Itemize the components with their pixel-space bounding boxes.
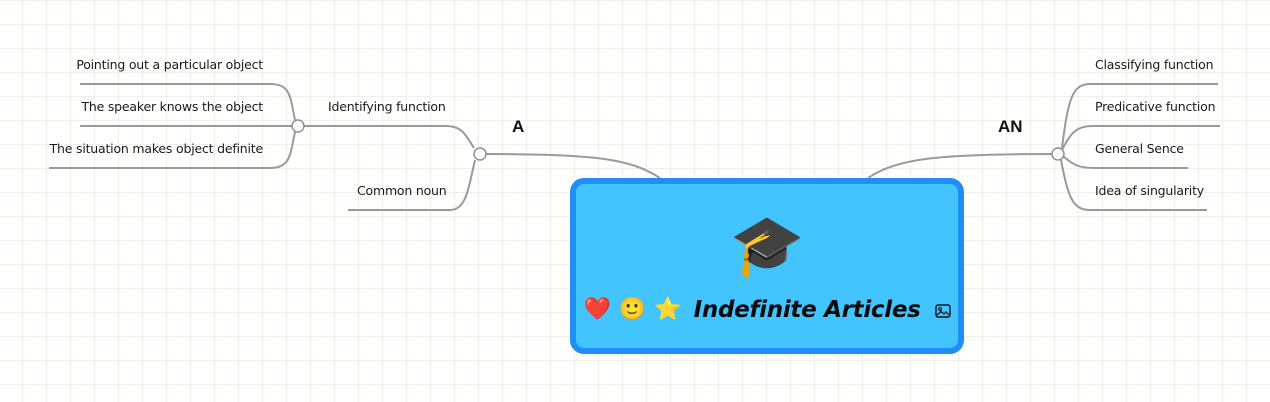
topic-identifying-function[interactable]: Identifying function [328, 99, 446, 114]
link-a-identifying [300, 125, 475, 149]
topic-predicative-function[interactable]: Predicative function [1095, 99, 1216, 114]
link-an-child-4 [1060, 159, 1207, 211]
link-identifying-child-1 [80, 83, 296, 121]
link-an-child-3 [1062, 155, 1188, 169]
link-root-an [867, 153, 1053, 179]
graduation-cap-icon: 🎓 [729, 211, 805, 281]
central-topic-title-row: ❤️ 🙂 ⭐ Indefinite Articles [576, 296, 958, 324]
collapse-toggle-a[interactable] [473, 147, 487, 161]
link-root-a [485, 153, 661, 179]
topic-situation-definite[interactable]: The situation makes object definite [49, 141, 264, 156]
central-topic[interactable]: 🎓 ❤️ 🙂 ⭐ Indefinite Articles [570, 178, 964, 354]
branch-an[interactable]: AN [998, 117, 1023, 136]
star-icon[interactable]: ⭐ [654, 297, 682, 322]
smiley-icon[interactable]: 🙂 [618, 297, 647, 322]
heart-icon[interactable]: ❤️ [583, 297, 611, 322]
link-an-child-2 [1061, 125, 1220, 151]
link-a-common-noun [348, 159, 476, 211]
topic-speaker-knows[interactable]: The speaker knows the object [81, 99, 263, 114]
branch-a[interactable]: A [512, 117, 525, 136]
image-icon[interactable] [934, 304, 951, 318]
topic-general-sence[interactable]: General Sence [1095, 141, 1184, 156]
topic-pointing-out[interactable]: Pointing out a particular object [76, 57, 263, 72]
link-identifying-child-3 [49, 131, 296, 169]
topic-common-noun[interactable]: Common noun [357, 183, 447, 198]
collapse-toggle-identifying[interactable] [291, 119, 305, 133]
link-an-child-1 [1061, 83, 1218, 149]
topic-idea-of-singularity[interactable]: Idea of singularity [1095, 183, 1204, 198]
topic-classifying-function[interactable]: Classifying function [1095, 57, 1214, 72]
collapse-toggle-an[interactable] [1051, 147, 1065, 161]
central-topic-title: Indefinite Articles [693, 297, 921, 323]
